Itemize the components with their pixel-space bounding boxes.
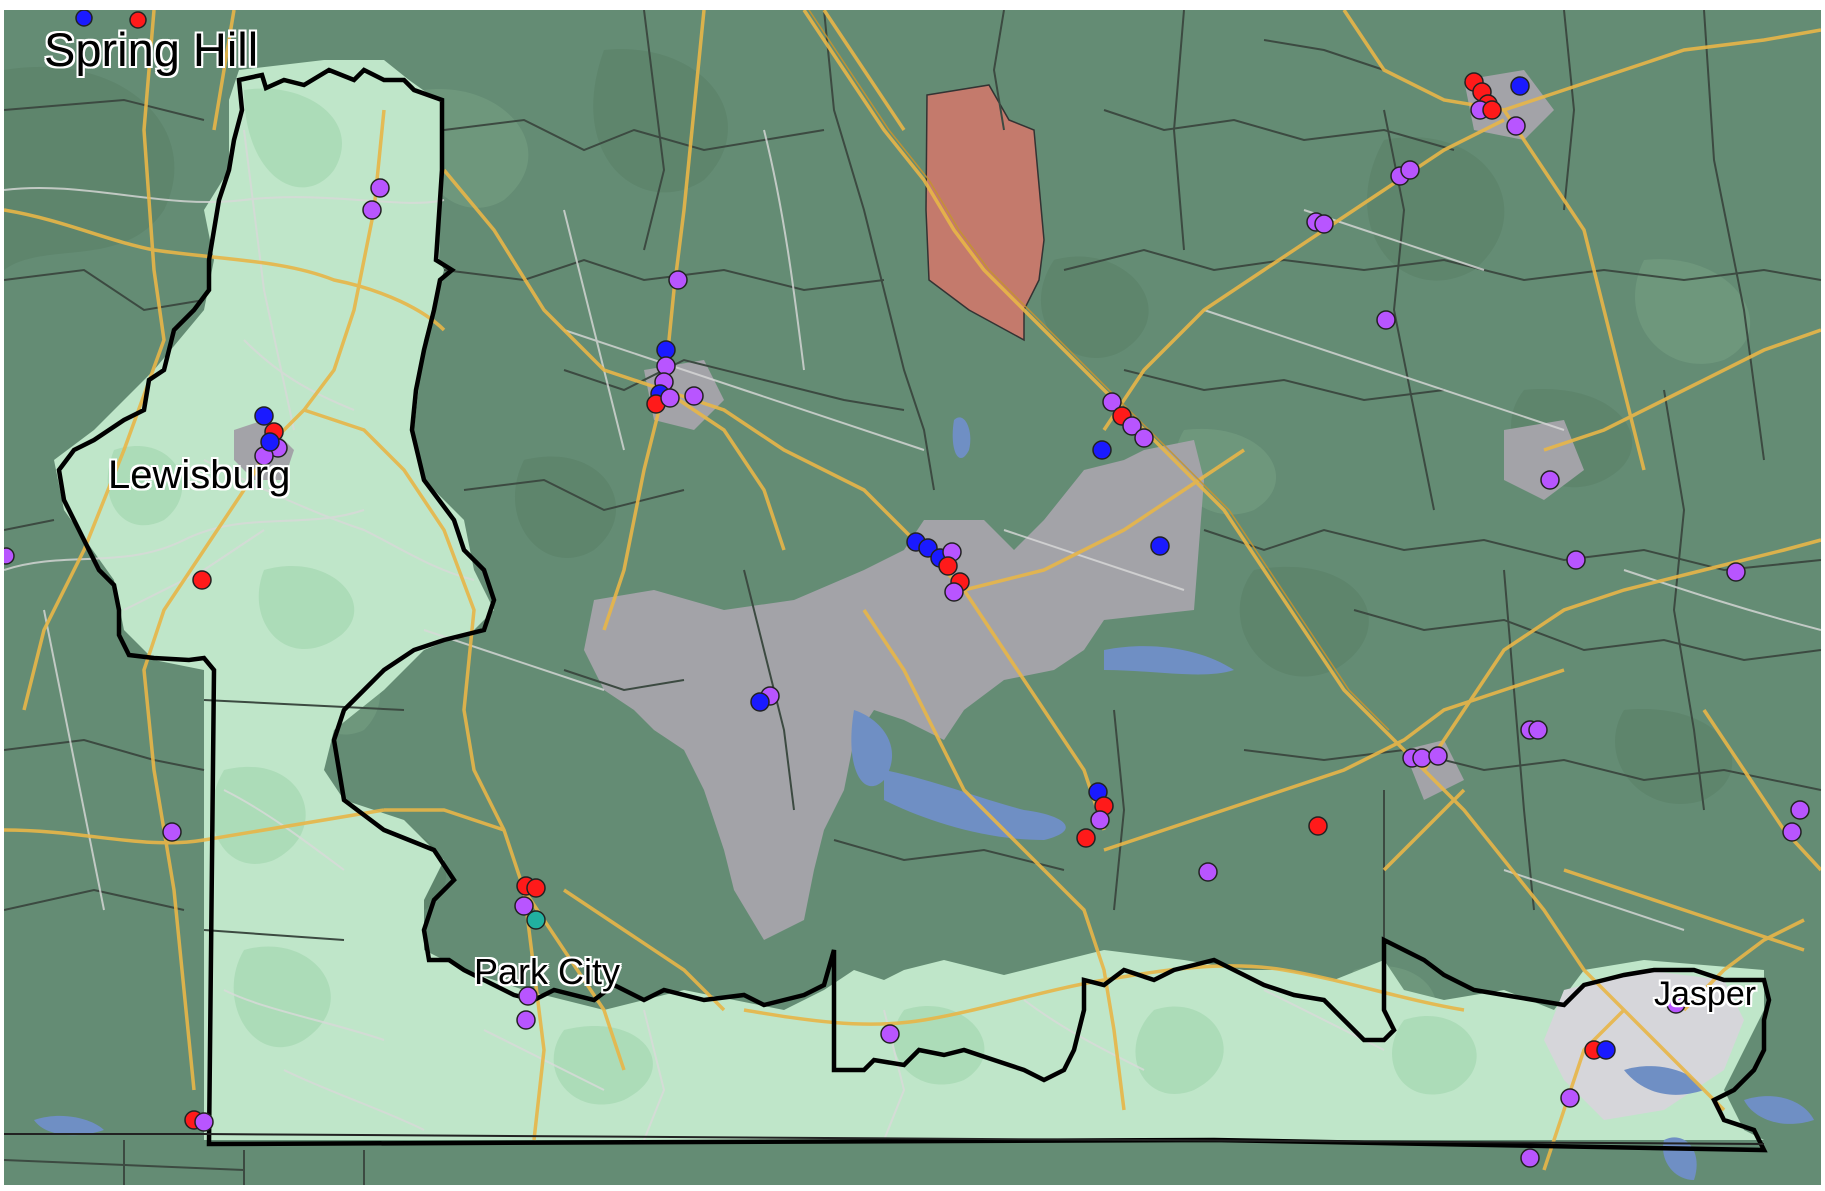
map-marker[interactable] — [1566, 550, 1586, 570]
map-marker[interactable] — [1782, 822, 1802, 842]
state-line — [4, 1133, 1765, 1145]
map-marker[interactable] — [4, 547, 15, 565]
map-marker[interactable] — [1540, 470, 1560, 490]
map-marker[interactable] — [254, 406, 274, 426]
map-marker[interactable] — [1506, 116, 1526, 136]
map-marker[interactable] — [938, 556, 958, 576]
map-marker[interactable] — [1412, 748, 1432, 768]
map-marker[interactable] — [1596, 1040, 1616, 1060]
map-marker[interactable] — [1790, 800, 1810, 820]
water-bodies — [34, 417, 1814, 1180]
map-marker[interactable] — [1102, 392, 1122, 412]
map-marker[interactable] — [129, 11, 147, 29]
city-label-jasper: Jasper — [1654, 975, 1757, 1013]
map-marker[interactable] — [192, 570, 212, 590]
city-label-park-city: Park City — [474, 951, 621, 992]
county-boundary[interactable] — [56, 67, 1772, 1153]
map-marker[interactable] — [1092, 440, 1112, 460]
city-label-spring-hill: Spring Hill — [44, 23, 259, 76]
map-marker[interactable] — [362, 200, 382, 220]
map-marker[interactable] — [1134, 428, 1154, 448]
map-marker[interactable] — [656, 356, 676, 376]
highlighted-county[interactable] — [925, 84, 1045, 342]
map-marker[interactable] — [1090, 810, 1110, 830]
map-marker[interactable] — [1400, 160, 1420, 180]
map-marker[interactable] — [162, 822, 182, 842]
local-roads — [4, 129, 1821, 1141]
metro-area-east[interactable] — [1504, 420, 1584, 500]
map-marker[interactable] — [260, 432, 280, 452]
map-marker[interactable] — [75, 10, 93, 27]
map-marker[interactable] — [514, 896, 534, 916]
map-marker[interactable] — [880, 1024, 900, 1044]
map-marker[interactable] — [194, 1112, 214, 1132]
map-marker[interactable] — [1666, 994, 1686, 1014]
map-marker[interactable] — [1510, 76, 1530, 96]
map-canvas[interactable] — [4, 10, 1821, 1185]
map-marker[interactable] — [1376, 310, 1396, 330]
map-marker[interactable] — [684, 386, 704, 406]
highways — [4, 10, 1821, 1171]
map-marker[interactable] — [518, 986, 538, 1006]
map-marker[interactable] — [1428, 746, 1448, 766]
map-marker[interactable] — [668, 270, 688, 290]
map-marker[interactable] — [660, 388, 680, 408]
map-marker[interactable] — [750, 692, 770, 712]
map-marker[interactable] — [1150, 536, 1170, 556]
map-marker[interactable] — [526, 910, 546, 930]
map-marker[interactable] — [1076, 828, 1096, 848]
map-marker[interactable] — [1122, 416, 1142, 436]
map-marker[interactable] — [1308, 816, 1328, 836]
metro-area-central[interactable] — [584, 440, 1204, 940]
map-marker[interactable] — [1198, 862, 1218, 882]
map-marker[interactable] — [1520, 1148, 1540, 1168]
map-marker[interactable] — [1482, 100, 1502, 120]
city-label-lewisburg: Lewisburg — [108, 453, 291, 497]
map-marker[interactable] — [1314, 214, 1334, 234]
map-marker[interactable] — [526, 878, 546, 898]
county-lines — [4, 10, 1821, 1185]
map-marker[interactable] — [944, 582, 964, 602]
map-marker[interactable] — [370, 178, 390, 198]
map-markers[interactable] — [4, 10, 1810, 1168]
map-marker[interactable] — [1560, 1088, 1580, 1108]
map-marker[interactable] — [1528, 720, 1548, 740]
map-marker[interactable] — [516, 1010, 536, 1030]
interstate-overlay — [808, 10, 1390, 731]
selected-region-texture — [107, 88, 1477, 1105]
map-marker[interactable] — [1726, 562, 1746, 582]
